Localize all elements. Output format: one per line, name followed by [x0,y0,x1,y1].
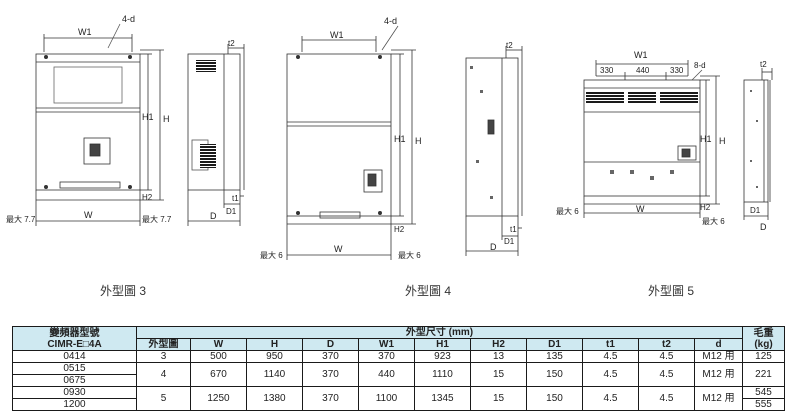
col-header-h2: H2 [470,338,527,351]
col-header-d: D [302,338,359,351]
col-header-w1: W1 [358,338,415,351]
fig4-d-label: D [490,242,497,252]
fig4-d1-label: D1 [504,237,515,246]
fig3-h-label: H [163,114,170,124]
table-row: 0675 [12,374,785,387]
fig4-t2-label: t2 [506,41,513,50]
table-row: 0930 5 1250 1380 370 1100 1345 15 150 4.… [12,386,785,411]
fig5-vent-middle [628,92,656,104]
fig3-h2-label: H2 [142,193,153,202]
caption-fig3: 外型圖 3 [100,284,147,298]
fig3-w1-label: W1 [78,27,92,37]
fig3-max-right: 最大 7.7 [142,214,172,224]
outline-drawings: W1 4-d H1 H H2 W 最大 7.7 最大 7.7 t2 t1 D1 … [6,14,773,260]
fig3-side-view [187,44,245,226]
model-cell: 0675 [12,374,137,387]
fig3-hole-label: 4-d [122,14,135,24]
col-header-d1: D1 [526,338,583,351]
fig4-h-label: H [415,136,422,146]
fig5-vent-left [586,92,624,104]
dims-group-header: 外型尺寸 (mm) [136,326,743,339]
fig3-h1-label: H1 [142,112,154,122]
fig4-front-view [286,25,416,260]
fig4-max-left: 最大 6 [260,250,283,260]
fig4-h1-label: H1 [394,134,406,144]
fig5-w-label: W [636,204,645,214]
fig3-w-label: W [84,210,93,220]
fig4-side-view [465,46,523,256]
fig3-t2-label: t2 [228,39,235,48]
caption-fig4: 外型圖 4 [405,284,452,298]
fig3-side-vent [196,60,216,72]
fig4-t1-label: t1 [510,225,517,234]
col-header-h1: H1 [414,338,471,351]
fig4-hole-label: 4-d [384,16,397,26]
col-header-t2: t2 [638,338,695,351]
col-header-h: H [246,338,303,351]
model-cell: 0414 [12,350,137,363]
fig4-w-label: W [334,244,343,254]
weight-cell: 125 [742,350,785,363]
weight-cell: 221 [742,362,785,387]
fig3-t1-label: t1 [232,194,239,203]
fig5-d1-label: D1 [750,206,761,215]
fig5-w1-label: W1 [634,50,648,60]
col-header-w: W [190,338,247,351]
weight-cell: 545 [742,386,785,399]
fig5-h2-label: H2 [700,203,711,212]
fig3-d1-label: D1 [226,207,237,216]
fig5-seg-330-left: 330 [600,66,614,75]
caption-fig5: 外型圖 5 [648,284,695,298]
fig4-h2-label: H2 [394,225,405,234]
col-header-fig: 外型圖 [136,338,191,351]
fig5-max-right: 最大 6 [702,216,725,226]
fig3-max-left: 最大 7.7 [6,214,36,224]
col-header-t1: t1 [582,338,639,351]
fig5-front-view [583,60,720,218]
col-header-hole: d [694,338,743,351]
fig5-max-left: 最大 6 [556,206,579,216]
fig5-d-label: D [760,222,767,232]
fig5-h1-label: H1 [700,134,712,144]
fig4-max-right: 最大 6 [398,250,421,260]
table-row: 0414 3 500 950 370 370 923 13 135 4.5 4.… [12,350,785,363]
fig4-w1-label: W1 [330,30,344,40]
fig3-front-view [35,23,164,226]
model-cell: 1200 [12,398,137,411]
fig5-seg-330-right: 330 [670,66,684,75]
weight-header: 毛重(kg) [742,326,785,351]
fig5-vent-right [660,92,698,104]
model-cell: 0515 [12,362,137,375]
fig3-side-vent-lower [200,144,216,168]
table-row: 0515 4 670 1140 370 440 1110 15 150 4.5 … [12,362,785,387]
fig5-t2-label: t2 [760,60,767,69]
fig5-h-label: H [719,136,726,146]
fig3-d-label: D [210,211,217,221]
fig5-seg-440: 440 [636,66,650,75]
table-row: 1200 555 [12,398,785,411]
model-cell: 0930 [12,386,137,399]
weight-cell: 555 [742,398,785,411]
fig5-side-view [743,68,773,220]
fig5-hole-label: 8-d [694,61,706,70]
